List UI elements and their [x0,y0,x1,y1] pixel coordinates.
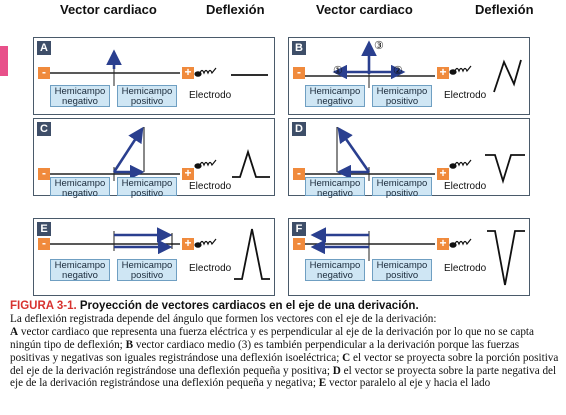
negative-hemifield: Hemicampo negativo [305,85,365,107]
deflection-trace [232,149,270,178]
caption-label-b: B [125,338,134,351]
negative-sign: - [38,167,50,180]
negative-hemifield: Hemicampo negativo [50,177,110,199]
figure-title: Proyección de vectores cardiacos en el e… [79,300,419,312]
deflection-trace [485,154,525,185]
header-deflection-left: Deflexión [206,2,265,17]
panel-a: A - + Hemicampo negativo Hemicampo posit… [33,37,275,115]
caption-label-d: D [332,364,341,377]
negative-hemifield: Hemicampo negativo [50,259,110,281]
positive-sign: + [437,167,449,180]
positive-sign: + [437,66,449,79]
positive-hemifield: Hemicampo positivo [117,259,177,281]
header-deflection-right: Deflexión [475,2,534,17]
electrode-icon [194,159,217,169]
panel-c: C - + Hemicampo negativo Hemicampo posit… [33,118,275,199]
electrode-icon [194,67,217,77]
positive-sign: + [437,237,449,250]
caption-label-c: C [342,351,351,364]
panel-b-drawing [305,40,522,93]
caption-text-b: vector cardiaco medio (3) es también per… [10,338,520,364]
panel-d: D - + Hemicampo negativo Hemicampo posit… [288,118,530,199]
panel-b: B ③ ① ② - + Hemicampo negativo Hemicampo… [288,37,530,115]
header-vector-right: Vector cardiaco [316,2,413,17]
panel-label: F [292,222,306,236]
electrode-icon [449,65,472,75]
panel-f-drawing [305,227,525,286]
electrode-label: Electrodo [444,90,487,101]
positive-hemifield: Hemicampo positivo [372,177,432,199]
negative-hemifield: Hemicampo negativo [305,177,365,199]
panel-a-drawing [50,49,268,86]
electrode-label: Electrodo [189,181,232,192]
marker-3: ③ [374,40,384,52]
panel-c-drawing [50,126,270,181]
panel-label: E [37,222,51,236]
positive-hemifield: Hemicampo positivo [117,85,177,107]
positive-sign: + [182,167,194,180]
figure-caption: FIGURA 3-1. Proyección de vectores cardi… [10,300,560,390]
electrode-label: Electrodo [444,263,487,274]
panel-e: E - + Hemicampo negativo Hemicampo posit… [33,218,275,296]
panel-e-drawing [50,227,270,280]
caption-label-a: A [10,325,19,338]
positive-hemifield: Hemicampo positivo [372,259,432,281]
electrode-icon [449,159,472,169]
deflection-trace [234,228,270,280]
panel-label: C [37,122,51,136]
electrode-label: Electrodo [444,181,487,192]
deflection-trace [487,230,525,286]
negative-sign: - [293,66,305,79]
electrode-icon [194,238,217,248]
marker-2: ② [393,65,403,77]
positive-sign: + [182,237,194,250]
panel-label: B [292,41,306,55]
electrode-icon [449,238,472,248]
figure-number: FIGURA 3-1. [10,300,77,312]
electrode-label: Electrodo [189,263,232,274]
caption-text-d: el vector se proyecta sobre la parte neg… [10,364,557,390]
caption-text-a: vector cardiaco que representa una fuerz… [10,325,534,351]
cardiac-vector-arrow [337,126,371,173]
negative-hemifield: Hemicampo negativo [305,259,365,281]
page-edge-tab [0,46,8,76]
panel-f: F - + Hemicampo negativo Hemicampo posit… [288,218,530,296]
panel-d-drawing [305,126,525,185]
negative-sign: - [293,237,305,250]
negative-sign: - [293,167,305,180]
negative-sign: - [38,66,50,79]
panel-label: A [37,41,51,55]
caption-label-e: E [318,377,327,390]
header-vector-left: Vector cardiaco [60,2,157,17]
cardiac-vector-arrow [112,126,144,173]
caption-intro: La deflexión registrada depende del ángu… [10,312,437,325]
negative-sign: - [38,237,50,250]
panel-label: D [292,122,306,136]
positive-hemifield: Hemicampo positivo [117,177,177,199]
figure-title-line: FIGURA 3-1. Proyección de vectores cardi… [10,300,560,313]
electrode-label: Electrodo [189,90,232,101]
deflection-trace [493,59,522,93]
positive-sign: + [182,66,194,79]
marker-1: ① [333,65,343,77]
positive-hemifield: Hemicampo positivo [372,85,432,107]
caption-text-c: el vector se proyecta sobre la porción p… [10,351,559,377]
caption-text-e: vector paralelo al eje y hacia el lado [326,377,491,390]
negative-hemifield: Hemicampo negativo [50,85,110,107]
